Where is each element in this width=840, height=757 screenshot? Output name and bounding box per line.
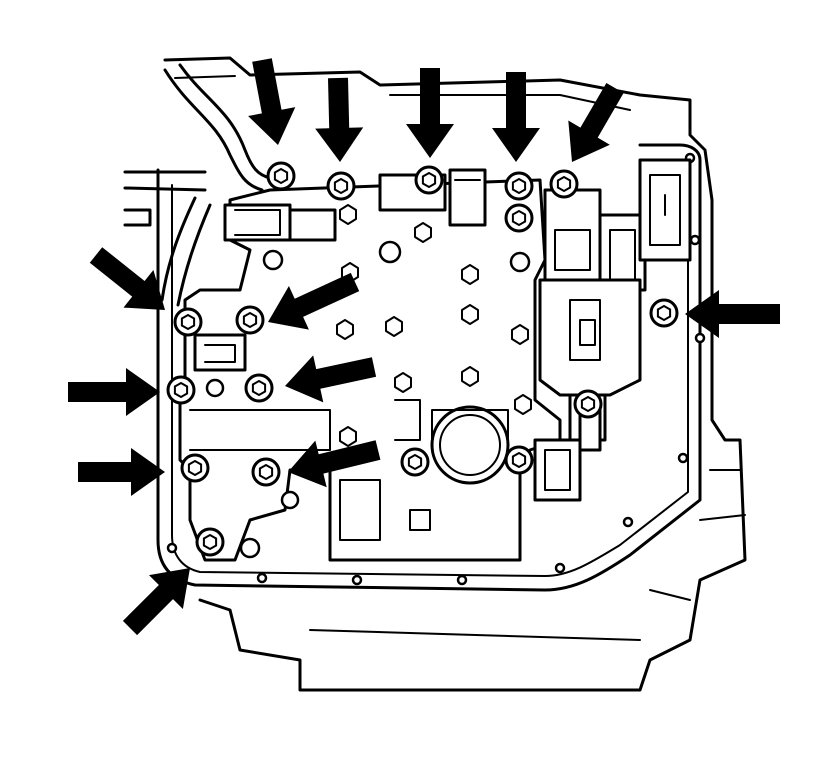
arrow-icon <box>89 247 165 310</box>
arrow-icon <box>288 440 381 488</box>
bolt-icon <box>166 375 196 405</box>
arrow-icon <box>492 72 540 162</box>
bolt-icon <box>251 457 281 487</box>
bolt-icon <box>400 447 430 477</box>
arrow-icon <box>568 83 624 162</box>
bolt-icon <box>504 203 534 233</box>
transmission-case <box>123 56 747 692</box>
arrow-icon <box>268 272 360 330</box>
bolt-icon <box>326 171 356 201</box>
valve-body-plate <box>178 158 692 562</box>
arrow-icon <box>122 568 190 636</box>
bolt-icon <box>195 527 225 557</box>
arrow-group <box>68 58 780 636</box>
bolt-icon <box>180 453 210 483</box>
bolt-icon <box>235 305 265 335</box>
bolt-icon <box>414 165 444 195</box>
arrow-icon <box>248 58 296 146</box>
arrow-icon <box>68 368 160 416</box>
bolt-icon <box>549 169 579 199</box>
bolt-icon <box>649 298 679 328</box>
arrow-icon <box>406 68 454 158</box>
arrow-icon <box>285 355 377 403</box>
bolt-group <box>166 161 679 557</box>
arrow-icon <box>685 290 780 338</box>
bolt-icon <box>573 389 603 419</box>
arrow-icon <box>78 448 165 496</box>
bolt-icon <box>244 373 274 403</box>
arrow-icon <box>315 77 364 162</box>
bolt-icon <box>504 445 534 475</box>
gasket-flange <box>156 143 706 592</box>
bolt-icon <box>504 171 534 201</box>
bolt-icon <box>173 307 203 337</box>
bolt-icon <box>266 161 296 191</box>
